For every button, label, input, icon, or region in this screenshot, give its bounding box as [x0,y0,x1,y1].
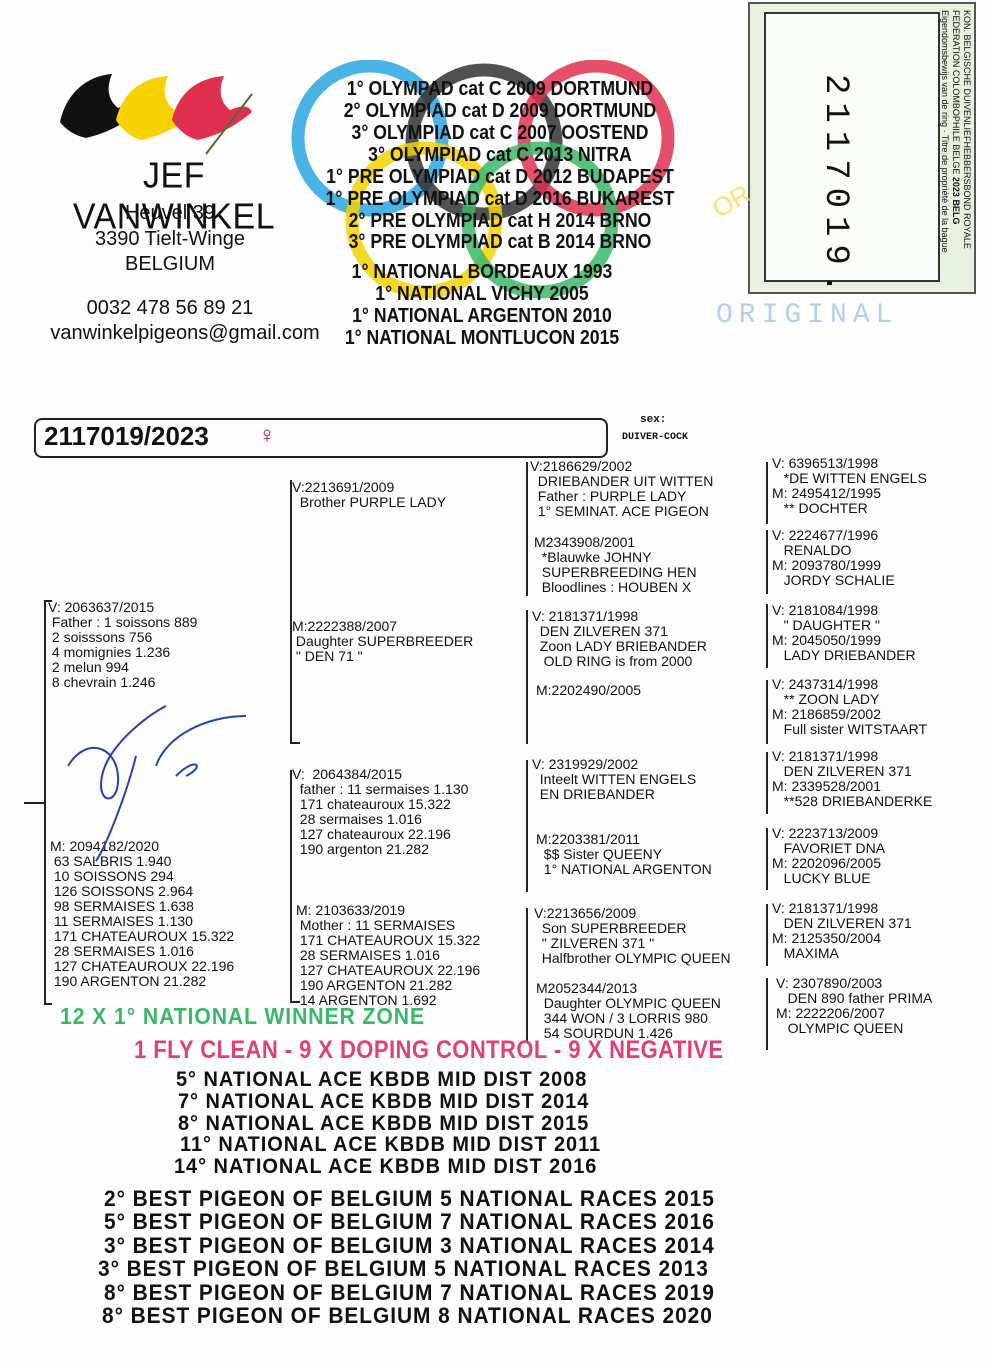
pedigree-gg-grandparent: V: 2307890/2003 DEN 890 father PRIMA M: … [776,975,933,1036]
pedigree-bracket [766,828,768,890]
ace-result-line: 11° NATIONAL ACE KBDB MID DIST 2011 [180,1133,602,1156]
pedigree-connector [44,600,52,602]
pedigree-mother: M: 2094182/2020 63 SALBRIS 1.940 10 SOIS… [50,838,235,989]
ace-result-line: 5° NATIONAL ACE KBDB MID DIST 2008 [176,1068,588,1091]
ring-number: 2117019/2023 [44,421,209,451]
ring-card-org: KON. BELGISCHE DUIVENLIEFHEBBERSBOND ROY… [951,10,972,249]
breeder-email: vanwinkelpigeons@gmail.com [50,322,320,344]
pedigree-gg-grandparent: V: 2181371/1998 DEN ZILVEREN 371 M: 2339… [772,748,933,809]
red-dove-icon [172,76,252,140]
ring-ownership-card: 2117019. KON. BELGISCHE DUIVENLIEFHEBBER… [748,2,976,301]
blue-ring-icon [291,60,449,217]
breeder-phone: 0032 478 56 89 21 [86,297,254,319]
achievement-line: 1° NATIONAL ARGENTON 2010 [352,305,612,327]
pedigree-great-grandparent: V: 2319929/2002 Inteelt WITTEN ENGELS EN… [532,756,697,802]
pedigree-gg-grandparent: V: 2224677/1996 RENALDO M: 2093780/1999 … [772,527,895,588]
ace-result-line: 14° NATIONAL ACE KBDB MID DIST 2016 [174,1155,598,1178]
achievement-line: 2° OLYMPIAD cat D 2009 DORTMUND [343,100,657,122]
pedigree-great-grandparent: V:2213656/2009 Son SUPERBREEDER " ZILVER… [534,905,731,966]
pedigree-gg-grandparent: V: 6396513/1998 *DE WITTEN ENGELS M: 249… [772,455,927,516]
pedigree-grandparent: M: 2103633/2019 Mother : 11 SERMAISES 17… [296,902,481,1008]
best-pigeon-line: 8° BEST PIGEON OF BELGIUM 8 NATIONAL RAC… [102,1303,713,1328]
pedigree-great-grandparent: V:2186629/2002 DRIEBANDER UIT WITTEN Fat… [530,458,714,519]
pedigree-bracket [290,770,292,1002]
pedigree-bracket [526,760,528,892]
pedigree-bracket [766,904,768,966]
pedigree-grandparent: V: 2064384/2015 father : 11 sermaises 1.… [292,766,469,857]
achievement-line: 2° PRE OLYMPIAD cat H 2014 BRNO [348,210,652,232]
ring-card-year: 2023 [951,176,961,197]
pedigree-grandparent: M:2222388/2007 Daughter SUPERBREEDER " D… [292,618,474,664]
ring-card-country: BELG [951,199,961,225]
pedigree-bracket [526,610,528,744]
olympic-rings-graphic [291,60,675,299]
pedigree-bracket [766,530,768,594]
ace-result-line: 7° NATIONAL ACE KBDB MID DIST 2014 [178,1090,590,1113]
ring-number-box [34,418,608,458]
ace-result-line: 8° NATIONAL ACE KBDB MID DIST 2015 [178,1112,590,1135]
red-ring-icon [517,60,675,217]
sex-label: sex: [640,414,667,426]
achievement-line: 1° NATIONAL VICHY 2005 [375,283,589,305]
pedigree-connector [24,802,44,804]
doping-control-banner: 1 FLY CLEAN - 9 X DOPING CONTROL - 9 X N… [134,1036,724,1064]
national-winner-banner: 12 X 1° NATIONAL WINNER ZONE [60,1003,425,1029]
achievement-line: 1° OLYMPAD cat C 2009 DORTMUND [346,78,654,100]
pedigree-connector [290,1001,300,1003]
sex-value: DUIVER-COCK [622,432,689,443]
pedigree-bracket [766,978,768,1050]
pedigree-bracket [526,462,528,596]
pedigree-gg-grandparent: V: 2181371/1998 DEN ZILVEREN 371 M: 2125… [772,900,912,961]
achievement-line: 3° OLYMPIAD cat C 2013 NITRA [368,144,632,166]
achievement-line: 1° NATIONAL MONTLUCON 2015 [344,327,620,349]
achievement-line: 1° PRE OLYMPIAD cat D 2012 BUDAPEST [326,166,674,188]
olive-branch-icon [205,93,253,155]
pedigree-bracket [766,462,768,524]
ring-card-title: Eigendomsbewijs van de ring · Titre de p… [940,10,950,253]
breeder-city: 3390 Tielt-Winge [94,228,246,250]
pedigree-bracket [766,604,768,668]
pedigree-great-grandparent: V: 2181371/1998 DEN ZILVEREN 371 Zoon LA… [532,608,707,669]
original-watermark: ORIGINAL [716,300,899,331]
female-symbol-icon: ♀ [258,422,276,449]
pedigree-gg-grandparent: V: 2223713/2009 FAVORIET DNA M: 2202096/… [772,825,886,886]
ring-card-number: 2117019. [816,74,854,302]
pedigree-connector [44,1003,52,1005]
best-pigeon-line: 3° BEST PIGEON OF BELGIUM 5 NATIONAL RAC… [98,1256,709,1281]
pedigree-bracket [44,600,46,1004]
yellow-ring-icon [345,141,503,299]
signature-scribble [67,705,247,862]
achievement-line: 3° PRE OLYMPIAD cat B 2014 BRNO [348,231,652,253]
achievement-line: 1° PRE OLYMPIAD cat D 2016 BUKAREST [325,188,675,210]
pedigree-bracket [766,752,768,814]
achievement-line: 3° OLYMPIAD cat C 2007 OOSTEND [351,122,649,144]
doves-logo [60,74,253,155]
pedigree-bracket [290,480,292,742]
breeder-name: JEF VANWINKEL [72,156,276,237]
breeder-street: Heuvel 39 [124,202,216,224]
best-pigeon-line: 5° BEST PIGEON OF BELGIUM 7 NATIONAL RAC… [104,1209,715,1234]
best-pigeon-line: 3° BEST PIGEON OF BELGIUM 3 NATIONAL RAC… [104,1233,715,1258]
pedigree-bracket [766,680,768,744]
pedigree-bracket [526,908,528,1042]
pedigree-gg-grandparent: V: 2437314/1998 ** ZOON LADY M: 2186859/… [772,676,928,737]
achievement-line: 1° NATIONAL BORDEAUX 1993 [351,261,613,283]
best-pigeon-line: 2° BEST PIGEON OF BELGIUM 5 NATIONAL RAC… [104,1186,715,1211]
pedigree-great-grandparent: M:2203381/2011 $$ Sister QUEENY 1° NATIO… [536,831,712,877]
pedigree-great-grandparent: M2052344/2013 Daughter OLYMPIC QUEEN 344… [536,980,721,1041]
pedigree-great-grandparent: M2343908/2001 *Blauwke JOHNY SUPERBREEDI… [534,534,697,595]
pedigree-great-grandparent: M:2202490/2005 [536,682,642,698]
green-ring-icon [461,141,619,299]
pedigree-grandparent: V:2213691/2009 Brother PURPLE LADY [292,479,447,510]
best-pigeon-line: 8° BEST PIGEON OF BELGIUM 7 NATIONAL RAC… [104,1280,715,1305]
pedigree-gg-grandparent: V: 2181084/1998 " DAUGHTER " M: 2045050/… [772,602,916,663]
breeder-country: BELGIUM [124,253,216,275]
black-ring-icon [405,63,563,221]
ring-card-text: KON. BELGISCHE DUIVENLIEFHEBBERSBOND ROY… [936,10,972,280]
pedigree-connector [290,742,300,744]
pedigree-father: V: 2063637/2015 Father : 1 soissons 889 … [48,599,198,690]
ring-card-frame: 2117019. [764,12,940,301]
